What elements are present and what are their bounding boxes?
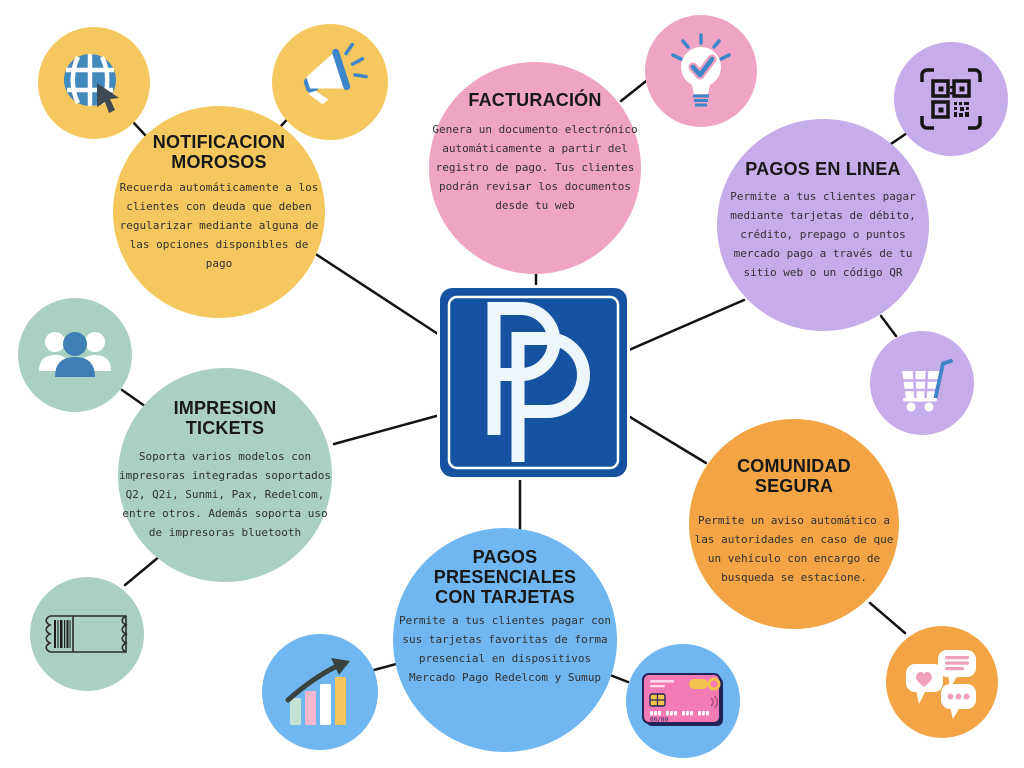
ticket-bubble	[30, 577, 144, 691]
double-p-icon	[437, 285, 630, 480]
node-title: IMPRESION TICKETS	[173, 398, 277, 438]
node-pagos-en-linea: PAGOS EN LINEA Permite a tus clientes pa…	[717, 119, 929, 331]
lightbulb-check-icon	[671, 33, 731, 107]
credit-card-bubble: 00/00	[626, 644, 740, 758]
connector-line	[628, 415, 708, 465]
node-comunidad-segura: COMUNIDAD SEGURA Permite un aviso automá…	[689, 419, 899, 629]
node-impresion-tickets: IMPRESION TICKETS Soporta varios modelos…	[118, 368, 332, 582]
qr-code-icon	[920, 68, 982, 130]
shopping-cart-bubble	[870, 331, 974, 435]
center-logo-parking-sign	[437, 285, 630, 480]
connector-line	[332, 413, 442, 446]
node-title: FACTURACIÓN	[468, 90, 602, 110]
shopping-cart-icon	[900, 359, 953, 412]
people-group-icon	[39, 332, 111, 377]
connector-line	[131, 120, 148, 138]
chat-bubbles-bubble	[886, 626, 998, 738]
node-facturacion: FACTURACIÓN Genera un documento electrón…	[429, 62, 641, 274]
node-body: Genera un documento electrónico automáti…	[432, 123, 638, 212]
people-group-bubble	[18, 298, 132, 412]
node-title: PAGOS PRESENCIALES CON TARJETAS	[433, 547, 577, 607]
ticket-icon	[45, 615, 128, 653]
credit-card-icon: 00/00	[642, 673, 723, 726]
node-body: Permite a tus clientes pagar con sus tar…	[399, 614, 611, 684]
megaphone-bubble	[272, 24, 388, 140]
chat-bubbles-icon	[906, 650, 976, 719]
lightbulb-bubble	[645, 15, 757, 127]
node-title: PAGOS EN LINEA	[745, 159, 901, 179]
node-pagos-presenciales-con-tarjetas: PAGOS PRESENCIALES CON TARJETAS Permite …	[393, 528, 617, 752]
connector-line	[868, 601, 907, 635]
node-body: Permite un aviso automático a las autori…	[694, 514, 894, 584]
node-title: COMUNIDAD SEGURA	[737, 456, 851, 496]
connector-line	[627, 298, 746, 352]
megaphone-icon	[303, 43, 368, 105]
connector-line	[309, 249, 443, 338]
card-expiry-label: 00/00	[650, 717, 668, 724]
connector-line	[608, 673, 630, 684]
globe-cursor-bubble	[38, 27, 150, 139]
node-body: Permite a tus clientes pagar mediante ta…	[730, 190, 916, 279]
node-notificacion-morosos: NOTIFICACION MOROSOS Recuerda automática…	[113, 106, 325, 318]
globe-cursor-icon	[64, 54, 119, 113]
connector-line	[879, 314, 898, 338]
qr-code-bubble	[894, 42, 1008, 156]
connector-line	[123, 554, 162, 587]
bar-chart-bubble	[262, 634, 378, 750]
bar-chart-icon	[285, 658, 350, 725]
node-body: Soporta varios modelos con impresoras in…	[119, 450, 331, 539]
node-title: NOTIFICACION MOROSOS	[152, 132, 286, 172]
node-body: Recuerda automáticamente a los clientes …	[119, 181, 319, 270]
